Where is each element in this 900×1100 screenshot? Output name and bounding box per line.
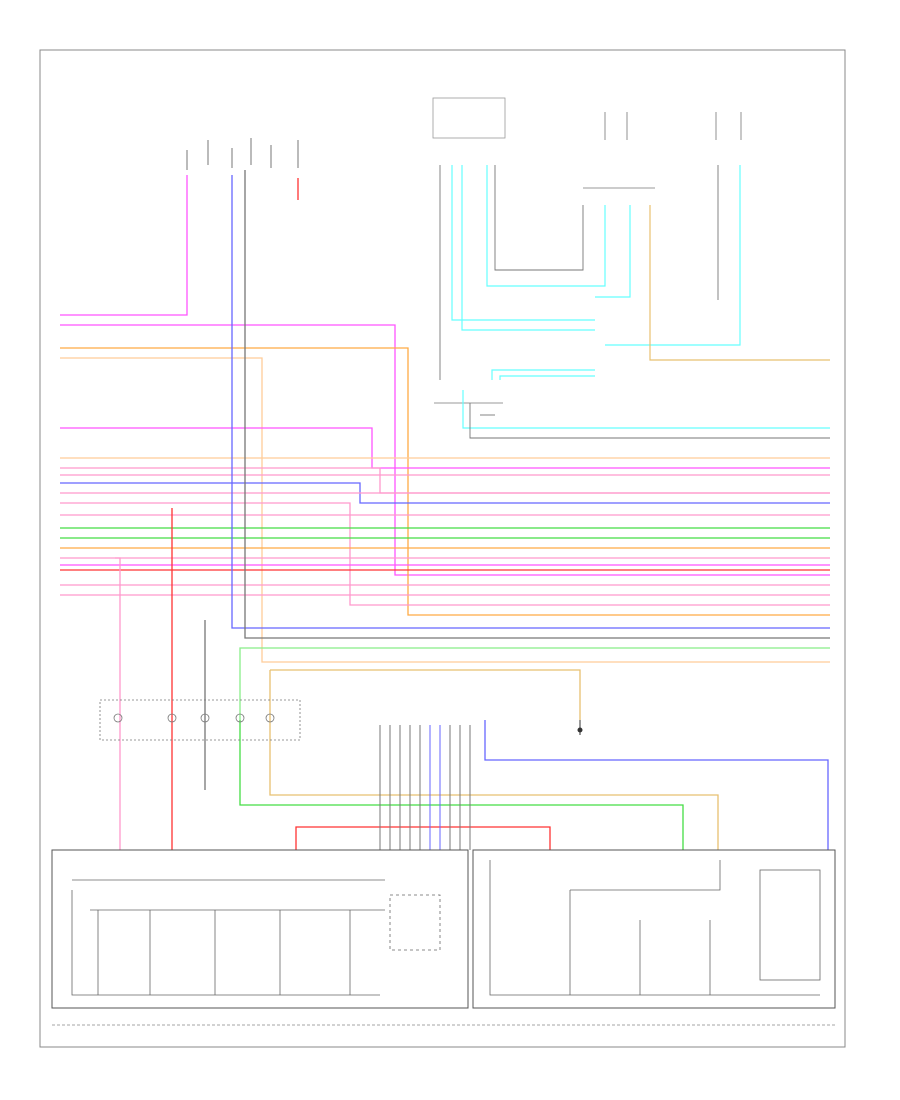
switch-circuits-right: [489, 860, 821, 996]
switch-module-right: [472, 849, 836, 1009]
speaker-pins: [434, 112, 742, 404]
connector-row: [99, 699, 301, 741]
ground-symbol: [577, 720, 583, 735]
wires-vertical-drops: [115, 508, 829, 850]
wire-bundle-horizontal: [60, 170, 830, 720]
switch-module-left: [51, 849, 469, 1009]
wires-gray-top-right: [439, 165, 830, 439]
wire-tan-top-right: [649, 205, 830, 361]
radio-unit-box: [432, 97, 506, 139]
wire-magenta-top: [60, 175, 188, 316]
switch-circuits-left: [71, 879, 441, 996]
wires-cyan: [451, 165, 830, 429]
diagram-border: [39, 49, 846, 1048]
top-left-pins: [186, 138, 299, 170]
audio-module-pins: [379, 725, 471, 850]
